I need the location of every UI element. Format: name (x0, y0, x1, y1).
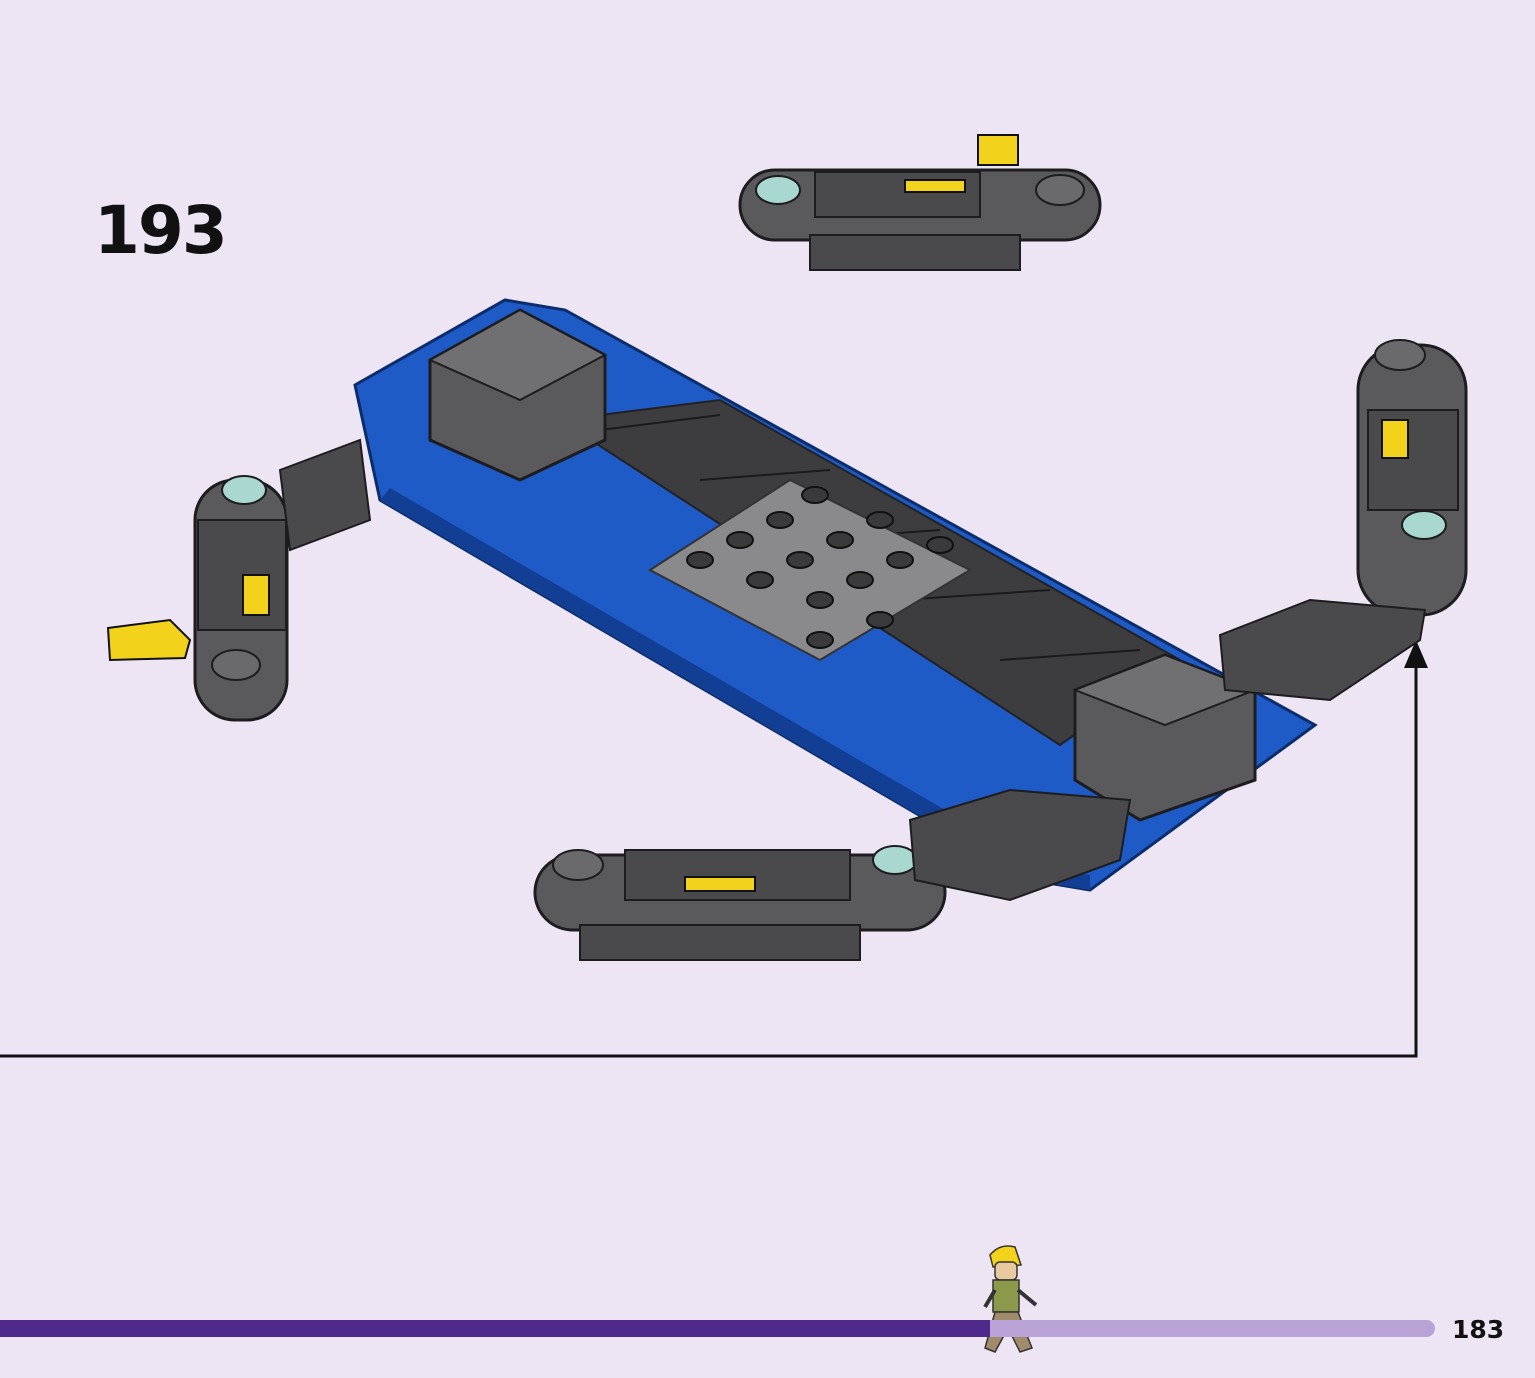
thruster-arm-right (1218, 339, 1468, 702)
page-number: 183 (1452, 1315, 1505, 1344)
engine-block-rear (1072, 653, 1258, 822)
thruster-arm-left (106, 438, 372, 722)
progress-bar-fill (0, 1320, 991, 1337)
thruster-arm-top (738, 134, 1102, 271)
progress-bar (0, 1320, 1435, 1337)
engine-block-front (427, 308, 608, 482)
thruster-arm-bottom (533, 788, 1132, 961)
callout-arrow (0, 640, 1428, 1058)
step-number: 193 (94, 192, 228, 269)
